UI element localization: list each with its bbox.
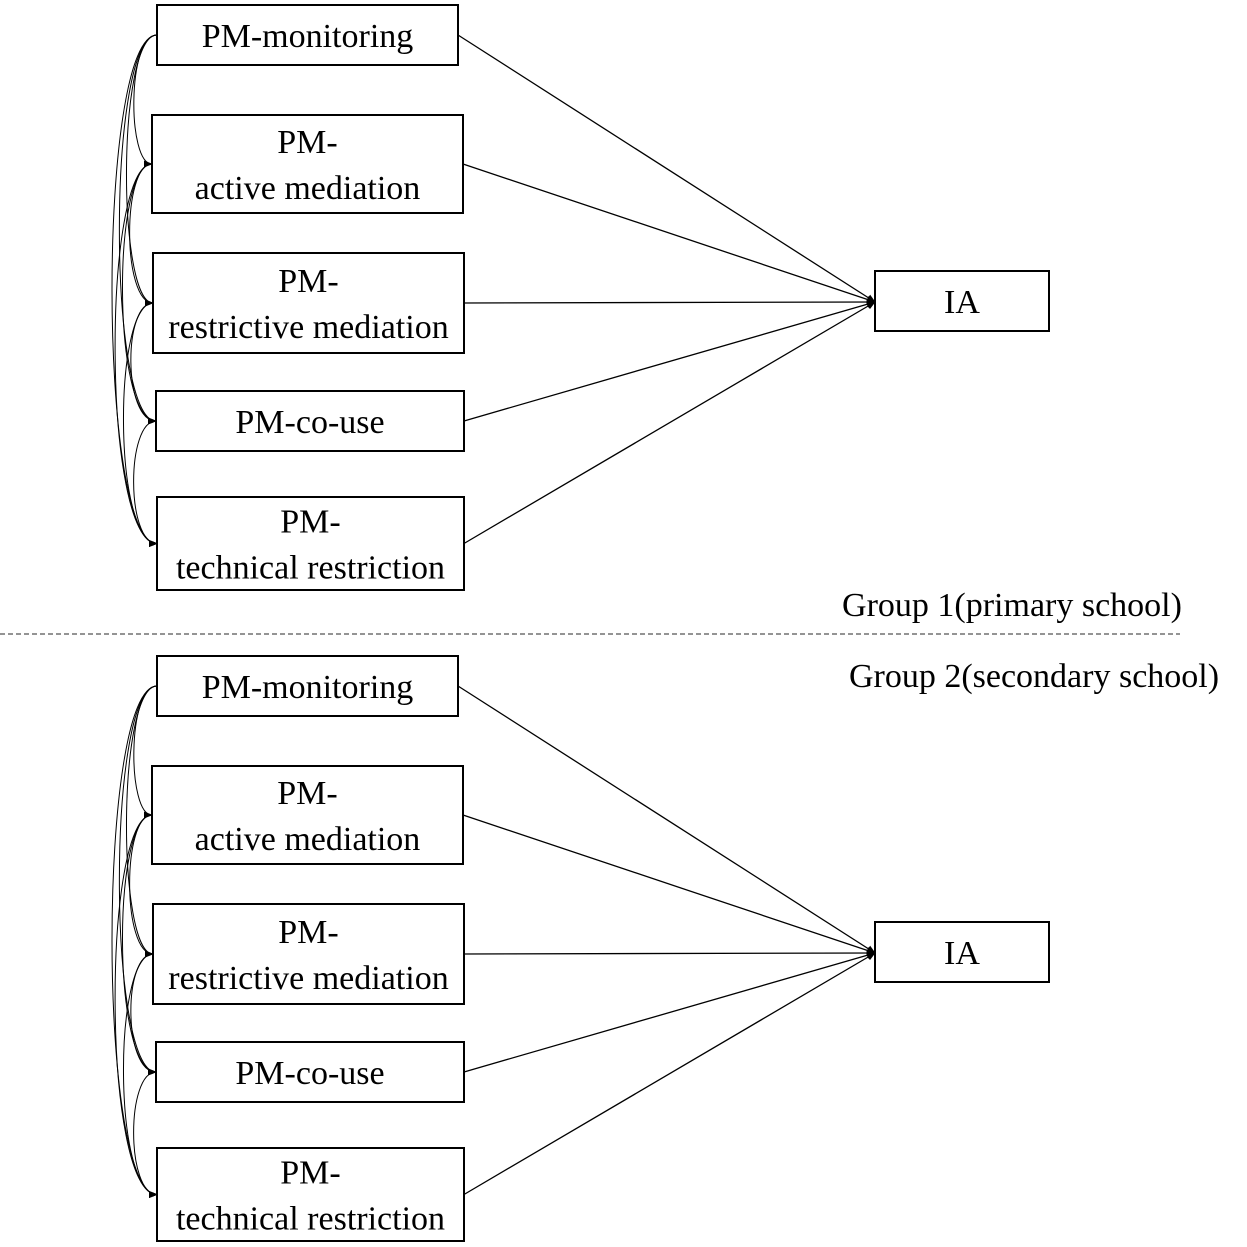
group-1-covariance-restrictive-mediation-technical-restriction — [123, 299, 162, 548]
group-1-path-restrictive-mediation-to-ia — [463, 298, 876, 306]
group-2-covariance-co-use-technical-restriction — [133, 1068, 165, 1199]
group-1-covariance-active-mediation-co-use — [122, 160, 161, 425]
group-2-path-technical-restriction-to-ia — [463, 952, 876, 1196]
group-1-box-co-use-label-line-1: PM-co-use — [235, 404, 384, 441]
group-2-path-monitoring-to-ia — [457, 685, 876, 954]
group-2-covariance-monitoring-co-use — [118, 682, 166, 1076]
group-2-box-technical-restriction: PM-technical restriction — [156, 1147, 465, 1242]
group-2-box-co-use-label-line-1: PM-co-use — [235, 1055, 384, 1092]
group-2-box-active-mediation: PM-active mediation — [151, 765, 464, 865]
group-2-path-co-use-to-ia — [463, 951, 876, 1073]
group-1-box-ia-label-line-1: IA — [944, 284, 980, 321]
covariance-arcs — [111, 31, 166, 1199]
group-1-covariance-co-use-technical-restriction — [133, 417, 165, 548]
group-1-path-co-use-to-ia — [463, 300, 876, 422]
group-1-box-restrictive-mediation-frame — [152, 252, 465, 354]
group-1-covariance-monitoring-restrictive-mediation — [125, 31, 166, 307]
group-1-box-active-mediation: PM-active mediation — [151, 114, 464, 214]
group-2-path-restrictive-mediation-to-ia — [463, 949, 876, 957]
group-2-label: Group 2(secondary school) — [849, 658, 1219, 695]
group-2-box-technical-restriction-label-line-1: PM- — [280, 1155, 340, 1192]
group-2-box-monitoring: PM-monitoring — [156, 655, 459, 717]
group-2-path-active-mediation-to-ia — [462, 814, 876, 954]
group-1-path-active-mediation-to-ia — [462, 163, 876, 303]
group-2-box-co-use-frame — [155, 1041, 465, 1103]
group-1-box-ia-frame — [874, 270, 1050, 332]
group-1-box-active-mediation-label-line-2: active mediation — [195, 170, 421, 207]
group-1-box-monitoring-frame — [156, 4, 459, 66]
group-2-box-restrictive-mediation-frame — [152, 903, 465, 1005]
group-1-box-restrictive-mediation: PM-restrictive mediation — [152, 252, 465, 354]
group-2-box-active-mediation-frame — [151, 765, 464, 865]
group-2-box-ia: IA — [874, 921, 1050, 983]
group-2-box-restrictive-mediation-label-line-2: restrictive mediation — [168, 960, 448, 997]
group-1-box-restrictive-mediation-label-line-1: PM- — [278, 263, 338, 300]
group-1-path-technical-restriction-to-ia — [463, 301, 876, 545]
group-2-covariance-active-mediation-technical-restriction — [114, 811, 161, 1199]
group-1-box-monitoring-label-line-1: PM-monitoring — [202, 18, 414, 55]
group-2-box-monitoring-label-line-1: PM-monitoring — [202, 669, 414, 706]
group-1-box-restrictive-mediation-label-line-2: restrictive mediation — [168, 309, 448, 346]
group-2-box-active-mediation-label-line-2: active mediation — [195, 821, 421, 858]
group-2-covariance-restrictive-mediation-technical-restriction — [123, 950, 162, 1199]
group-1-box-co-use-frame — [155, 390, 465, 452]
group-1-box-technical-restriction: PM-technical restriction — [156, 496, 465, 591]
regression-paths — [457, 34, 876, 1196]
group-2-box-restrictive-mediation-label-line-1: PM- — [278, 914, 338, 951]
group-2-box-ia-label-line-1: IA — [944, 935, 980, 972]
group-1-box-technical-restriction-label-line-2: technical restriction — [176, 550, 445, 587]
group-2-box-restrictive-mediation: PM-restrictive mediation — [152, 903, 465, 1005]
group-1-path-monitoring-to-ia — [457, 34, 876, 303]
group-2-box-technical-restriction-frame — [156, 1147, 465, 1242]
group-2-box-co-use: PM-co-use — [155, 1041, 465, 1103]
group-2-covariance-monitoring-restrictive-mediation — [125, 682, 166, 958]
group-2-box-ia-frame — [874, 921, 1050, 983]
group-1-box-technical-restriction-label-line-1: PM- — [280, 504, 340, 541]
group-1-covariance-monitoring-co-use — [118, 31, 166, 425]
group-2-box-monitoring-frame — [156, 655, 459, 717]
group-2-box-active-mediation-label-line-1: PM- — [277, 775, 337, 812]
group-1-box-technical-restriction-frame — [156, 496, 465, 591]
group-labels: Group 1(primary school) Group 2(secondar… — [842, 587, 1219, 695]
group-1-box-active-mediation-label-line-1: PM- — [277, 124, 337, 161]
group-2-box-technical-restriction-label-line-2: technical restriction — [176, 1201, 445, 1238]
group-1-box-monitoring: PM-monitoring — [156, 4, 459, 66]
group-1-box-co-use: PM-co-use — [155, 390, 465, 452]
group-1-covariance-active-mediation-technical-restriction — [114, 160, 161, 548]
group-2-covariance-active-mediation-co-use — [122, 811, 161, 1076]
group-1-box-ia: IA — [874, 270, 1050, 332]
group-1-label: Group 1(primary school) — [842, 587, 1182, 624]
group-1-box-active-mediation-frame — [151, 114, 464, 214]
